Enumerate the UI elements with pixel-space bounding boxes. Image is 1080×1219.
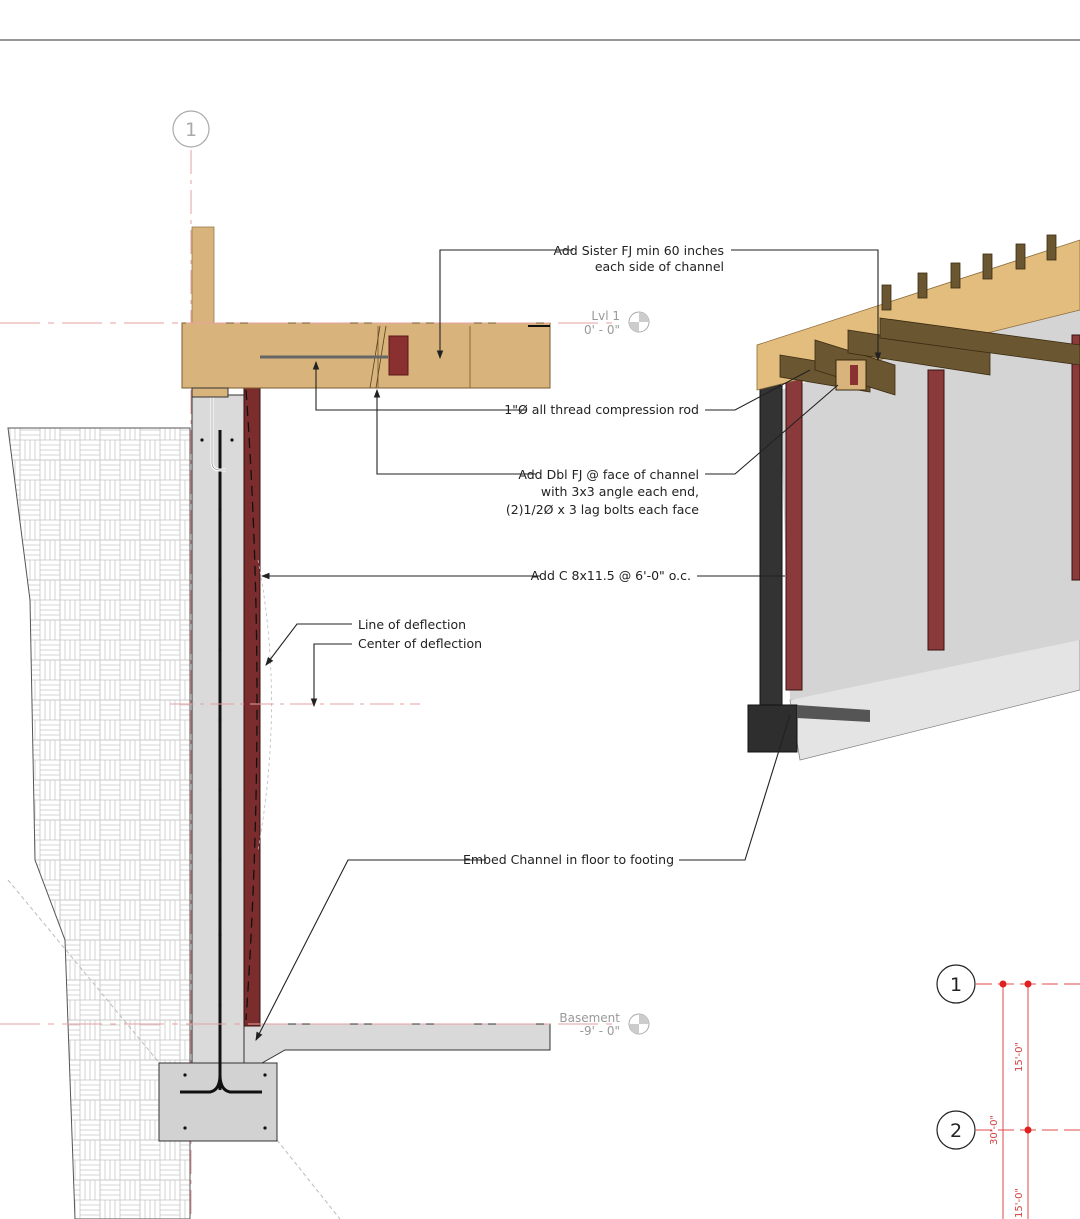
- footing-rebar: [180, 1074, 262, 1094]
- note-dbl-fj-line2: with 3x3 angle each end,: [541, 484, 699, 499]
- note-compression-rod: 1"Ø all thread compression rod: [504, 402, 699, 417]
- dim-total: 30'-0": [989, 1115, 1000, 1145]
- plan-grid-head-2: 2: [936, 1110, 976, 1150]
- svg-text:-9' - 0": -9' - 0": [580, 1024, 620, 1038]
- isometric-3d-view: [747, 234, 1080, 761]
- concrete-footing: [158, 1062, 278, 1142]
- note-deflection-line: Line of deflection: [358, 617, 466, 632]
- plan-grid: 1 2 15'-0" 30'-0" 15'-0": [936, 964, 1080, 1219]
- svg-text:0' - 0": 0' - 0": [584, 323, 620, 337]
- leader-dbl-fj: [373, 388, 536, 475]
- leader-deflection-line: [265, 623, 352, 666]
- dim-lower: 15'-0": [1014, 1188, 1025, 1218]
- rebar-dots: [183, 438, 267, 1130]
- bearing-plate: [388, 335, 409, 376]
- foundation-wall: [191, 394, 245, 1064]
- note-channel: Add C 8x11.5 @ 6'-0" o.c.: [531, 568, 691, 583]
- leader-compression-rod-3d: [705, 369, 811, 411]
- earth-slope-line: [276, 1139, 341, 1219]
- leader-deflection-center: [310, 643, 352, 708]
- 3d-studs: [881, 234, 1057, 311]
- leader-embed-3d: [679, 714, 791, 861]
- 3d-plate: [850, 365, 858, 385]
- note-sister-fj-line1: Add Sister FJ min 60 inches: [554, 243, 724, 258]
- 3d-slab-edge: [797, 705, 870, 722]
- svg-text:1: 1: [950, 974, 962, 996]
- leader-sister-fj-3d: [731, 249, 882, 362]
- svg-text:Lvl 1: Lvl 1: [591, 309, 620, 323]
- svg-text:2: 2: [950, 1120, 962, 1142]
- note-embed: Embed Channel in floor to footing: [463, 852, 674, 867]
- sill-plate: [191, 387, 229, 398]
- leader-compression-rod: [312, 360, 527, 411]
- 3d-steel-channels: [785, 334, 1080, 691]
- level-marker-lvl1[interactable]: Lvl 1 0' - 0": [584, 309, 650, 337]
- level-marker-basement[interactable]: Basement -9' - 0": [559, 1011, 650, 1038]
- wall-stud: [191, 226, 215, 324]
- 3d-footing: [747, 704, 798, 753]
- leader-sister-fj: [436, 249, 573, 360]
- note-sister-fj-line2: each side of channel: [595, 259, 724, 274]
- note-dbl-fj-line3: (2)1/2Ø x 3 lag bolts each face: [506, 502, 699, 517]
- earth-slope-line: [7, 879, 191, 1101]
- 3d-wall-edge: [759, 384, 783, 711]
- basement-slab: [243, 1023, 551, 1064]
- dim-upper: 15'-0": [1014, 1042, 1025, 1072]
- note-deflection-center: Center of deflection: [358, 636, 482, 651]
- leader-dbl-fj-3d: [705, 384, 839, 475]
- svg-text:1: 1: [185, 119, 197, 141]
- note-dbl-fj-line1: Add Dbl FJ @ face of channel: [518, 467, 699, 482]
- deflection-arc: [257, 559, 272, 851]
- svg-text:Basement: Basement: [559, 1011, 620, 1025]
- grid-head-1: 1: [172, 110, 210, 148]
- earth-hatch: [7, 427, 191, 1219]
- plan-grid-head-1: 1: [936, 964, 976, 1004]
- deflection-dashed-line: [245, 389, 258, 1021]
- leader-embed: [255, 859, 486, 1041]
